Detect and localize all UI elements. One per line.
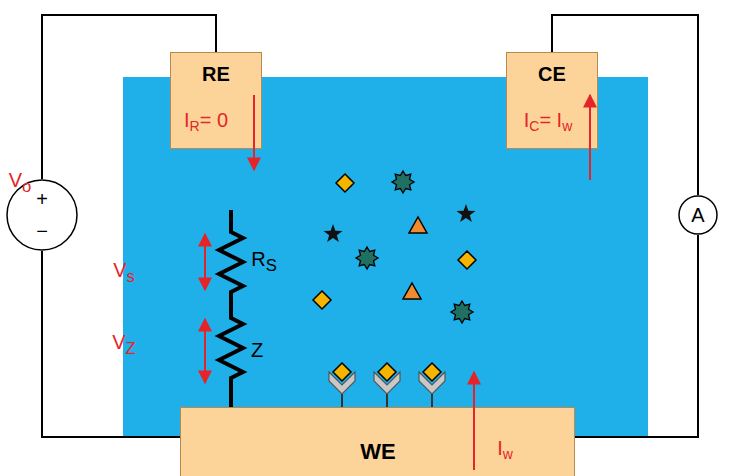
resistance-label: RS	[251, 249, 277, 275]
text-part: I	[497, 437, 503, 459]
node-note: Iw	[497, 438, 513, 458]
text-part: V	[113, 259, 126, 281]
wire	[575, 235, 698, 437]
reference-electrode: RE IR= 0	[170, 52, 262, 149]
voltage-arrow	[204, 319, 206, 383]
text-part: I	[524, 109, 530, 131]
node-note: IC= Iw	[524, 110, 573, 130]
node-note: IR= 0	[184, 110, 228, 130]
analyte-species	[313, 171, 476, 323]
voltage-arrow	[204, 234, 206, 290]
text-part: V	[9, 169, 22, 191]
current-arrow	[589, 95, 591, 180]
current-arrow	[253, 95, 255, 170]
wire	[42, 251, 180, 437]
voltage-label: Vs	[113, 260, 135, 286]
text-part: R	[251, 248, 265, 270]
meter-circle	[679, 196, 717, 234]
subscript: R	[190, 118, 200, 134]
subscript: C	[529, 118, 539, 134]
voltage-label: Vo	[9, 170, 32, 196]
current-arrow	[473, 372, 475, 470]
text-part: Z	[251, 339, 263, 361]
node-name: A	[691, 205, 704, 225]
electrode-body	[171, 53, 262, 149]
subscript: s	[127, 267, 135, 286]
subscript: o	[22, 177, 31, 196]
subscript: w	[503, 446, 513, 462]
text-part: I	[184, 109, 190, 131]
node-note: −	[36, 221, 48, 241]
node-name: RE	[202, 64, 230, 84]
node-name: CE	[538, 64, 566, 84]
text-part: V	[112, 331, 125, 353]
node-name: +	[36, 189, 48, 209]
surface-receptor	[329, 363, 445, 407]
subscript: S	[266, 256, 277, 275]
impedance-label: Z	[251, 340, 263, 360]
ammeter: A	[678, 195, 718, 235]
subscript: w	[562, 118, 572, 134]
subscript: Z	[126, 339, 136, 358]
electrode-body	[181, 408, 575, 476]
resistor-symbol	[219, 210, 243, 407]
electrode-body	[507, 53, 598, 149]
text-part: = I	[539, 109, 562, 131]
node-name: WE	[360, 441, 395, 463]
text-part: = 0	[200, 109, 228, 131]
voltage-label: VZ	[112, 332, 136, 358]
counter-electrode: CE IC= Iw	[506, 52, 598, 149]
working-electrode: WE Iw	[180, 407, 575, 476]
